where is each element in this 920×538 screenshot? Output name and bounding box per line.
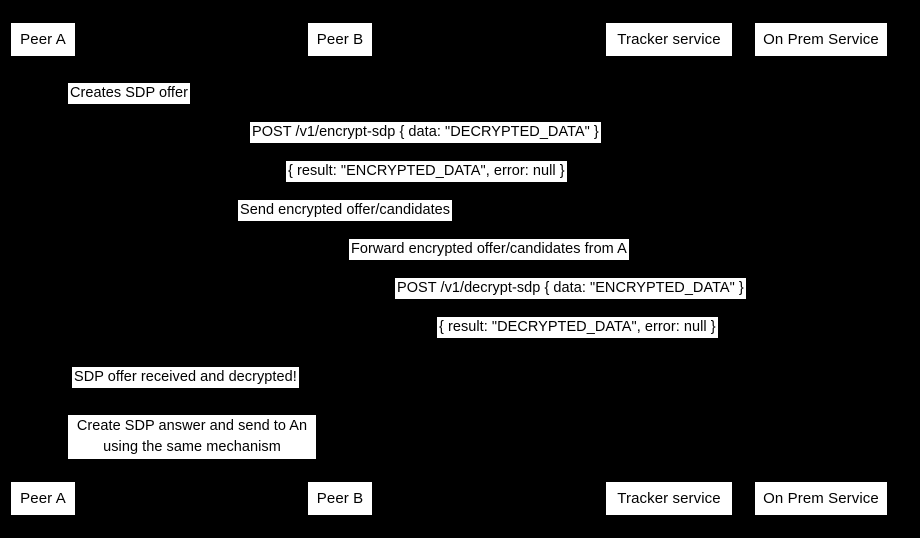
message-encrypt-sdp-result[interactable]: { result: "ENCRYPTED_DATA", error: null … <box>286 161 567 182</box>
message-post-encrypt-sdp[interactable]: POST /v1/encrypt-sdp { data: "DECRYPTED_… <box>250 122 601 143</box>
participant-label: Peer B <box>316 31 364 48</box>
message-creates-sdp-offer[interactable]: Creates SDP offer <box>68 83 190 104</box>
lifeline-peer-a <box>43 57 44 481</box>
participant-footer-peer-b[interactable]: Peer B <box>307 481 373 516</box>
participant-label: On Prem Service <box>763 31 879 48</box>
participant-label: Peer A <box>20 490 66 507</box>
participant-label: Tracker service <box>617 490 721 507</box>
message-label-line-2: using the same mechanism <box>103 439 281 455</box>
participant-footer-tracker-service[interactable]: Tracker service <box>605 481 733 516</box>
participant-header-peer-a[interactable]: Peer A <box>10 22 76 57</box>
participant-label: Peer A <box>20 31 66 48</box>
participant-footer-peer-a[interactable]: Peer A <box>10 481 76 516</box>
participant-header-on-prem-service[interactable]: On Prem Service <box>754 22 888 57</box>
participant-label: Peer B <box>316 490 364 507</box>
participant-label: On Prem Service <box>763 490 879 507</box>
lifeline-tracker <box>669 57 670 481</box>
message-sdp-offer-received[interactable]: SDP offer received and decrypted! <box>72 367 299 388</box>
message-label: { result: "DECRYPTED_DATA", error: null … <box>439 319 716 335</box>
message-send-encrypted-offer[interactable]: Send encrypted offer/candidates <box>238 200 453 221</box>
participant-footer-on-prem-service[interactable]: On Prem Service <box>754 481 888 516</box>
message-post-decrypt-sdp[interactable]: POST /v1/decrypt-sdp { data: "ENCRYPTED_… <box>395 278 746 299</box>
participant-header-peer-b[interactable]: Peer B <box>307 22 373 57</box>
message-label: Send encrypted offer/candidates <box>240 202 451 218</box>
message-create-sdp-answer[interactable]: Create SDP answer and send to An using t… <box>68 415 316 459</box>
message-label: SDP offer received and decrypted! <box>74 369 297 385</box>
participant-label: Tracker service <box>617 31 721 48</box>
participant-header-tracker-service[interactable]: Tracker service <box>605 22 733 57</box>
message-decrypt-sdp-result[interactable]: { result: "DECRYPTED_DATA", error: null … <box>437 317 718 338</box>
message-label: POST /v1/encrypt-sdp { data: "DECRYPTED_… <box>252 124 599 140</box>
message-label-line-1: Create SDP answer and send to An <box>76 418 308 434</box>
lifeline-on-prem <box>821 57 822 481</box>
lifeline-peer-b <box>340 57 341 481</box>
message-label: Forward encrypted offer/candidates from … <box>351 241 627 257</box>
message-label: POST /v1/decrypt-sdp { data: "ENCRYPTED_… <box>397 280 744 296</box>
message-forward-encrypted-offer[interactable]: Forward encrypted offer/candidates from … <box>349 239 629 260</box>
message-label: Creates SDP offer <box>70 85 188 101</box>
message-label: { result: "ENCRYPTED_DATA", error: null … <box>288 163 565 179</box>
